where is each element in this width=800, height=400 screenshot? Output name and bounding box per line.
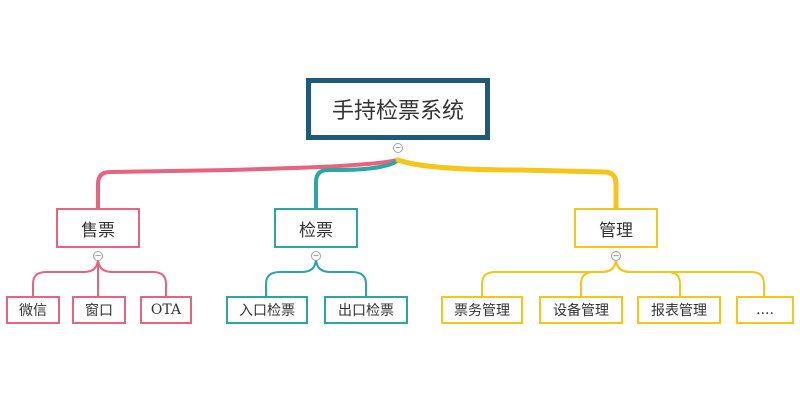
leaf-node-ota[interactable]: OTA bbox=[140, 296, 192, 324]
collapse-toggle-manage[interactable]: − bbox=[611, 251, 621, 261]
edge-root-manage bbox=[395, 157, 619, 211]
edge-root-sales bbox=[96, 158, 400, 210]
leaf-node-wechat[interactable]: 微信 bbox=[6, 296, 60, 324]
leaf-node-entry-check[interactable]: 入口检票 bbox=[226, 296, 308, 324]
edge-checkin-exit bbox=[315, 257, 367, 296]
leaf-node-exit-check[interactable]: 出口检票 bbox=[324, 296, 408, 324]
branch-node-manage[interactable]: 管理 bbox=[574, 208, 658, 248]
leaf-node-ticket-mgmt[interactable]: 票务管理 bbox=[441, 296, 523, 324]
branch-node-checkin[interactable]: 检票 bbox=[274, 208, 358, 248]
root-node[interactable]: 手持检票系统 bbox=[306, 78, 490, 140]
leaf-node-more[interactable]: .... bbox=[736, 296, 794, 324]
edge-manage-ticketing bbox=[481, 257, 617, 296]
collapse-toggle-root[interactable]: − bbox=[393, 143, 403, 153]
collapse-toggle-sales[interactable]: − bbox=[93, 251, 103, 261]
leaf-node-device-mgmt[interactable]: 设备管理 bbox=[539, 296, 623, 324]
edge-manage-more bbox=[615, 257, 765, 296]
edge-sales-ota bbox=[97, 257, 167, 296]
edge-manage-device bbox=[580, 257, 617, 296]
branch-node-sales[interactable]: 售票 bbox=[56, 208, 140, 248]
edge-checkin-entry bbox=[265, 257, 317, 296]
collapse-toggle-checkin[interactable]: − bbox=[311, 251, 321, 261]
edge-root-checkin bbox=[314, 158, 400, 210]
edge-manage-report bbox=[615, 257, 681, 296]
leaf-node-window[interactable]: 窗口 bbox=[72, 296, 126, 324]
leaf-node-report-mgmt[interactable]: 报表管理 bbox=[637, 296, 721, 324]
edge-sales-wechat bbox=[32, 257, 99, 296]
